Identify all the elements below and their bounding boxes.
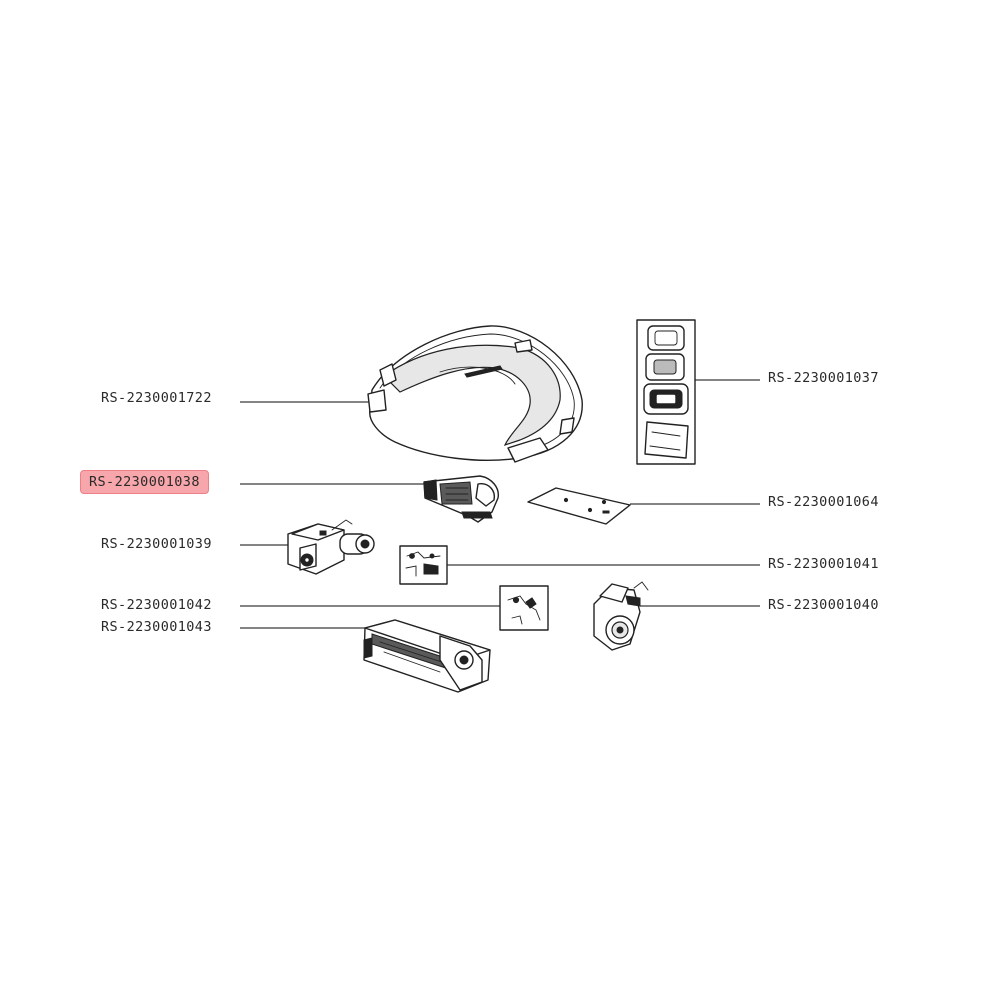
part-code-label-1039[interactable]: RS-2230001039: [101, 536, 212, 552]
clip-part[interactable]: [499, 585, 549, 631]
sensor-module-part[interactable]: [423, 475, 499, 523]
part-code-label-1064[interactable]: RS-2230001064: [768, 494, 879, 510]
part-code-label-1722[interactable]: RS-2230001722: [101, 390, 212, 406]
top-cover-part[interactable]: [367, 325, 583, 463]
leader-lines: [240, 379, 760, 629]
part-code-label-1043[interactable]: RS-2230001043: [101, 619, 212, 635]
part-code-label-1040[interactable]: RS-2230001040: [768, 597, 879, 613]
right-wheel-module-part[interactable]: [593, 581, 649, 651]
bottom-plate-part[interactable]: [527, 487, 631, 525]
part-code-label-1038-selected[interactable]: RS-2230001038: [80, 470, 209, 494]
filter-kit-part[interactable]: [636, 319, 696, 465]
part-code-label-1042[interactable]: RS-2230001042: [101, 597, 212, 613]
part-code-label-1041[interactable]: RS-2230001041: [768, 556, 879, 572]
part-code-label-1037[interactable]: RS-2230001037: [768, 370, 879, 386]
left-wheel-module-part[interactable]: [287, 519, 375, 575]
sensor-bracket-part[interactable]: [399, 545, 448, 585]
brush-housing-part[interactable]: [363, 619, 491, 693]
